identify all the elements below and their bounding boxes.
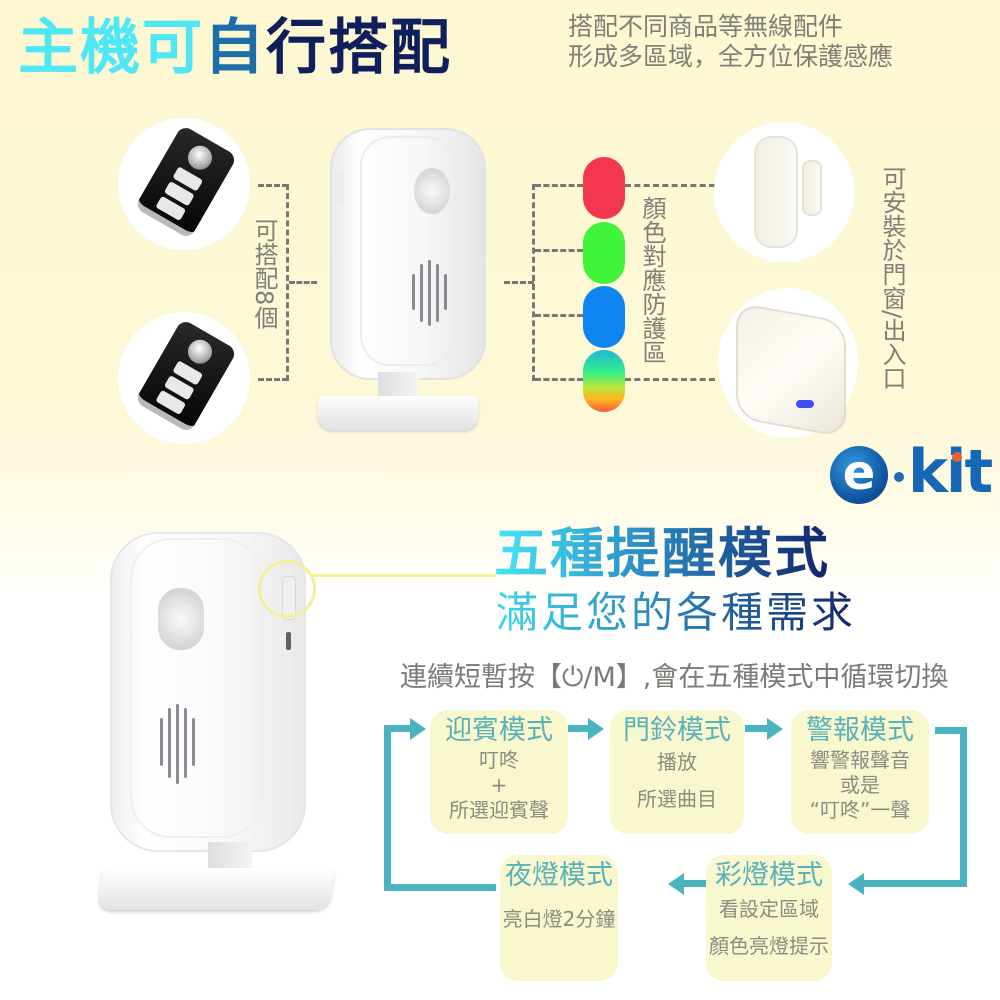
- arrow-left-icon: [668, 873, 684, 895]
- mode-button-highlight: [258, 560, 316, 618]
- arrow-left-icon: [848, 873, 864, 895]
- speaker-grille-icon: [410, 260, 450, 330]
- flow-line-bottom-right: [862, 880, 967, 887]
- flow-line-right: [960, 727, 967, 887]
- flow-line-top-left: [384, 725, 412, 732]
- title-part-3: 行搭配: [266, 13, 452, 83]
- mode-title: 警報模式: [806, 715, 914, 746]
- remote-circle-2: [118, 312, 250, 444]
- modes-title: 五種提醒模式: [494, 522, 830, 585]
- stand-base: [97, 868, 335, 910]
- zone-color-green: [583, 222, 625, 284]
- connector-line: [258, 184, 288, 187]
- mode-title: 夜燈模式: [505, 860, 613, 891]
- subtitle-line-2: 形成多區域，全方位保護感應: [568, 42, 894, 71]
- mode-title: 門鈴模式: [623, 715, 731, 746]
- logo-kit: kit: [908, 437, 993, 507]
- led-indicator-icon: [796, 400, 814, 408]
- title-part-2: 自: [204, 13, 266, 83]
- mode-instruction: 連續短暫按【⏻/M】,會在五種模式中循環切換: [400, 662, 949, 693]
- port-icon: [286, 632, 291, 650]
- connector-line: [535, 184, 583, 187]
- remote-control-icon: [134, 318, 238, 434]
- remote-circle-1: [118, 118, 250, 250]
- remote-count-label: 可搭配8個: [250, 218, 278, 330]
- arrow-right-icon: [588, 718, 604, 740]
- zone-color-multi: [583, 350, 625, 412]
- speaker-grille-icon: [158, 704, 202, 790]
- connector-line: [625, 378, 715, 381]
- callout-line: [310, 574, 496, 577]
- connector-line: [258, 378, 288, 381]
- mode-title: 迎賓模式: [445, 715, 553, 746]
- header-subtitle: 搭配不同商品等無線配件 形成多區域，全方位保護感應: [568, 12, 893, 72]
- mode-title: 彩燈模式: [715, 860, 823, 891]
- zone-color-blue: [583, 286, 625, 348]
- pir-lens-icon: [414, 168, 450, 214]
- flow-line-left: [384, 725, 391, 891]
- zone-label: 顏色對應防護區: [638, 196, 666, 364]
- logo-e: e: [830, 446, 888, 504]
- connector-line: [286, 184, 289, 381]
- mode-card-nightlight: 夜燈模式 亮白燈2分鐘: [500, 855, 618, 981]
- mode-card-colorlight: 彩燈模式 看設定區域 顏色亮燈提示: [706, 855, 832, 981]
- connector-line: [504, 281, 534, 284]
- main-unit-image: [330, 128, 486, 380]
- stand-base: [318, 396, 478, 430]
- mode-card-doorbell: 門鈴模式 播放 所選曲目: [610, 710, 744, 834]
- mode-card-welcome: 迎賓模式 叮咚 + 所選迎賓聲: [430, 710, 568, 834]
- page-title: 主機可自行搭配: [18, 4, 452, 92]
- arrow-right-icon: [410, 718, 426, 740]
- flow-arrow-2: [745, 725, 769, 732]
- flow-line-bottom-left: [384, 884, 496, 891]
- sensor-label: 可安裝於門窗/出入口: [878, 166, 906, 391]
- connector-line: [535, 378, 583, 381]
- connector-line: [535, 249, 583, 252]
- zone-color-red: [583, 157, 625, 219]
- mode-card-alarm: 警報模式 響警報聲音 或是 “叮咚”一聲: [791, 710, 929, 834]
- pir-lens-icon: [158, 588, 204, 650]
- connector-line: [625, 184, 715, 187]
- flow-arrow-4: [682, 880, 706, 887]
- title-part-1: 主機可: [18, 13, 204, 83]
- flow-line-top-right: [935, 727, 967, 734]
- door-window-sensor-icon: [754, 136, 798, 248]
- remote-control-icon: [134, 124, 238, 240]
- modes-subtitle: 滿足您的各種需求: [496, 588, 857, 637]
- arrow-right-icon: [767, 718, 783, 740]
- subtitle-line-1: 搭配不同商品等無線配件: [568, 12, 844, 41]
- connector-line: [535, 314, 583, 317]
- pir-motion-sensor-icon: [736, 302, 846, 438]
- door-sensor-circle: [714, 122, 854, 262]
- pir-sensor-circle: [718, 288, 858, 438]
- connector-line: [289, 281, 317, 284]
- connector-line: [532, 184, 535, 381]
- flow-arrow-1: [568, 725, 590, 732]
